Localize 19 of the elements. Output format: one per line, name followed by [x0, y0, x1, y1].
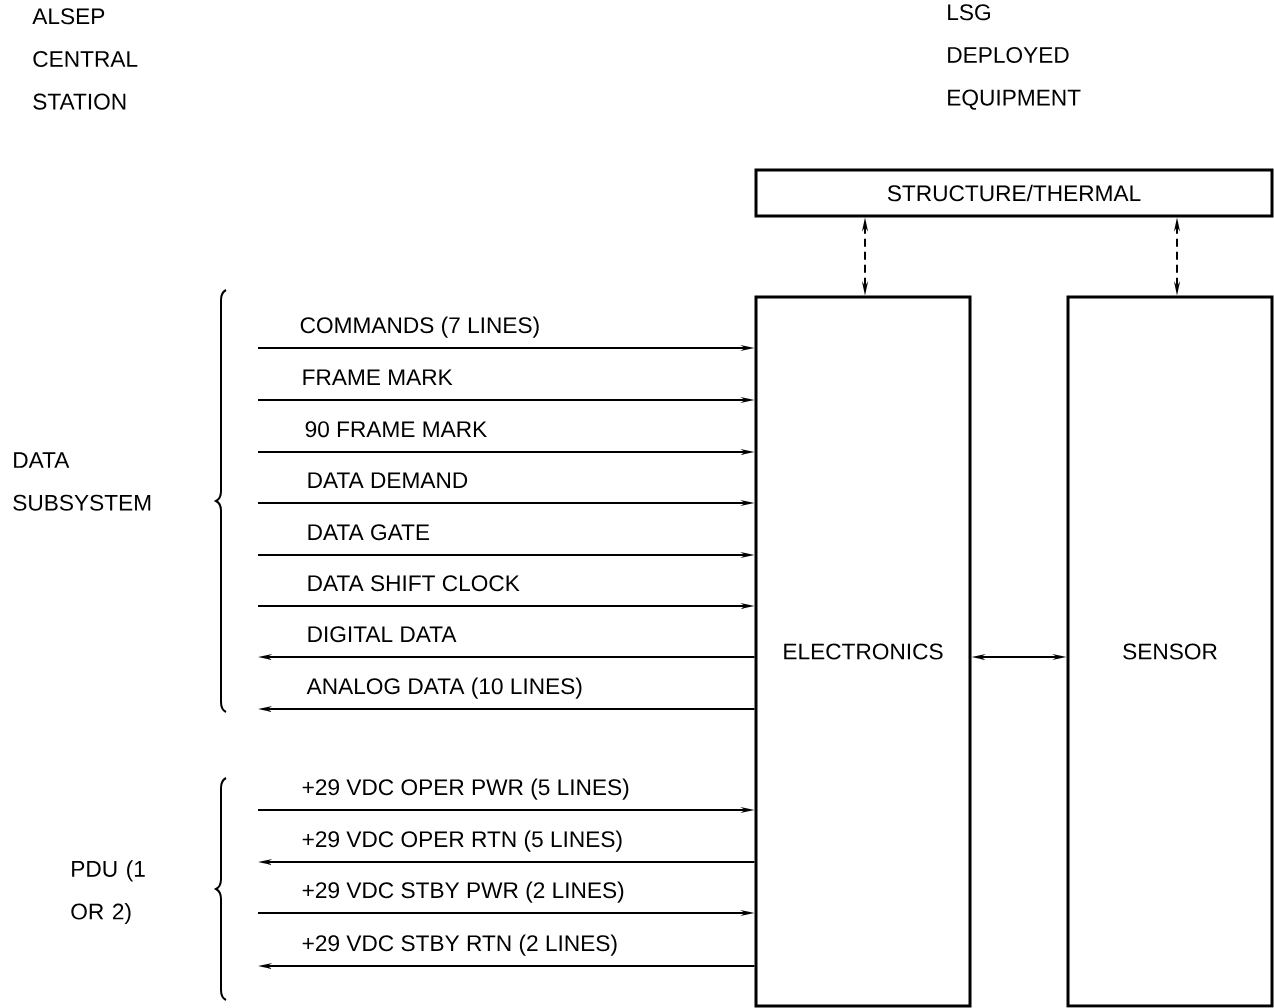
- edge-label: DIGITAL DATA: [308, 626, 457, 643]
- edge-label: ANALOG DATA (10 LINES): [306, 677, 582, 699]
- edge-label: FRAME MARK: [303, 369, 453, 385]
- edge-label: +29 VDC OPER RTN (5 LINES): [302, 830, 622, 852]
- edge-label: +29 VDC OPER PWR (5 LINES): [302, 778, 629, 800]
- edge-label: +29 VDC STBY PWR (2 LINES): [302, 881, 624, 903]
- heading-label: PDU (1 OR 2): [71, 860, 145, 925]
- block-box: STRUCTURE/THERMAL: [754, 168, 1274, 218]
- block-box: ELECTRONICS: [754, 295, 972, 1008]
- edge-label: +29 VDC STBY RTN (2 LINES): [302, 934, 617, 956]
- edge-label: DATA SHIFT CLOCK: [308, 575, 520, 592]
- heading-label: ALSEP CENTRAL STATION: [32, 8, 138, 110]
- block-box: SENSOR: [1066, 295, 1274, 1008]
- edge-label: COMMANDS (7 LINES): [300, 316, 539, 338]
- edge-label: DATA GATE: [308, 524, 430, 541]
- heading-label: DATA SUBSYSTEM: [13, 452, 151, 511]
- edge-label: 90 FRAME MARK: [305, 421, 487, 438]
- heading-label: LSG DEPLOYED EQUIPMENT: [948, 4, 1081, 110]
- edge-label: DATA DEMAND: [308, 472, 468, 488]
